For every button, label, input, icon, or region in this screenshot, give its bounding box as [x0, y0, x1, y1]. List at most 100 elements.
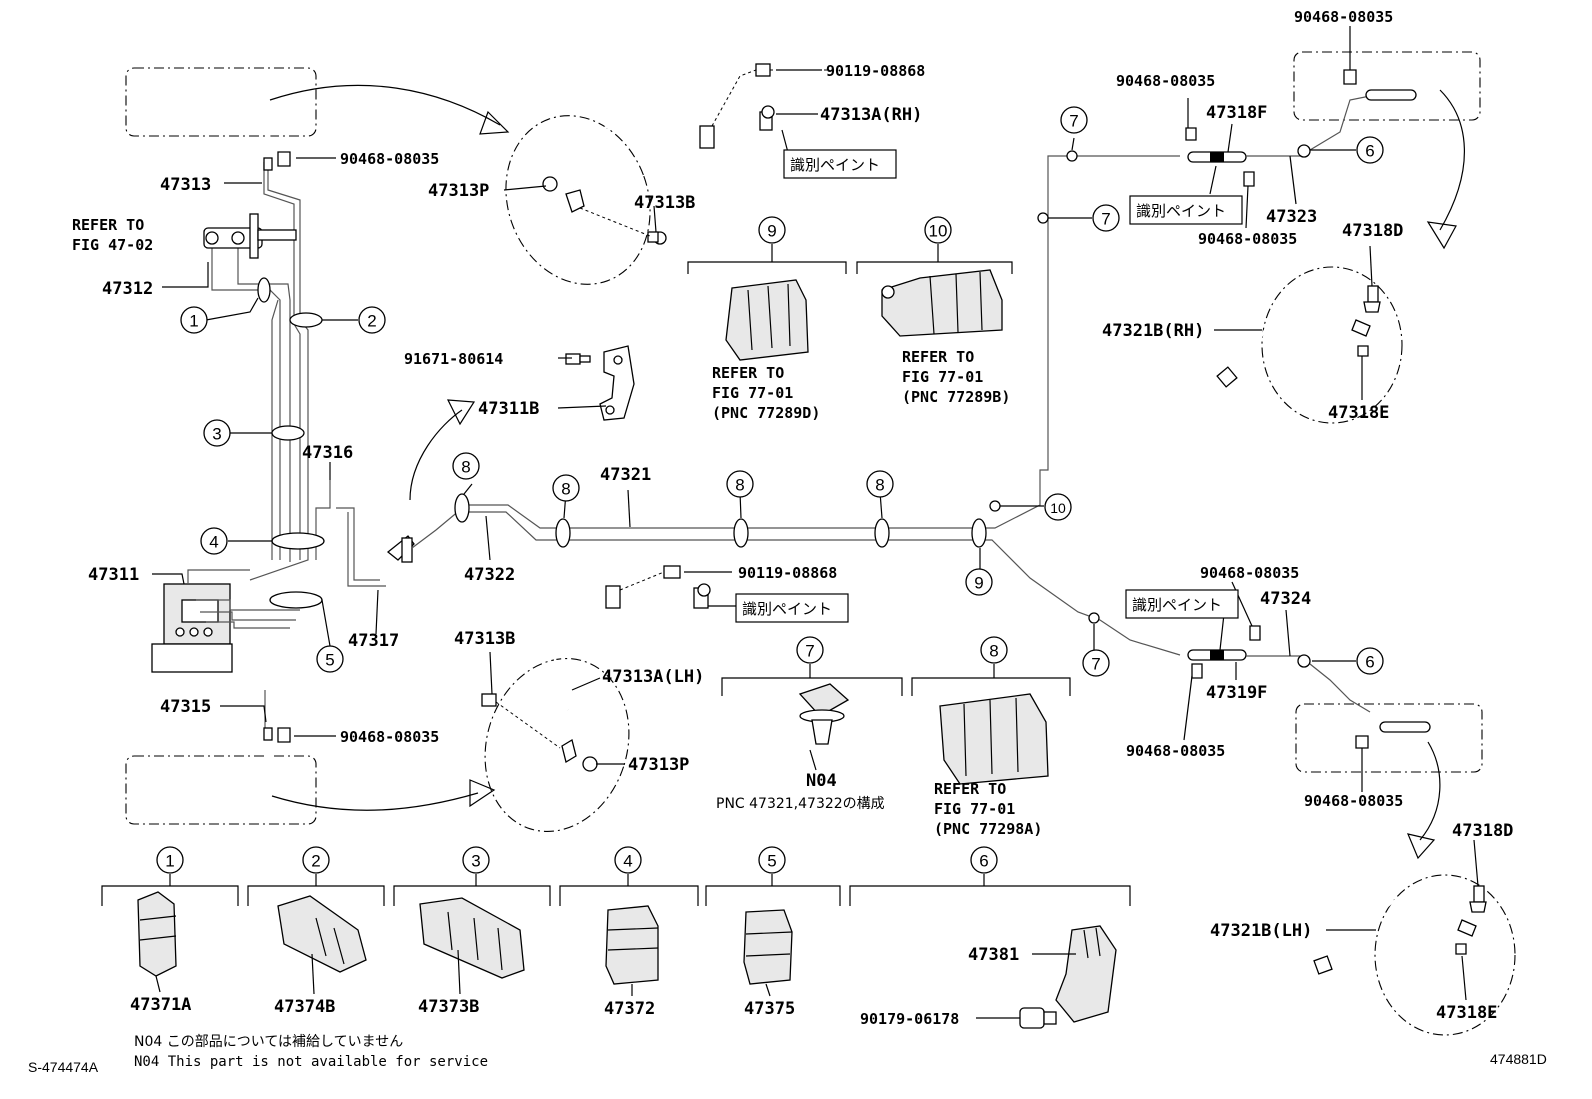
svg-text:9: 9	[767, 222, 776, 241]
label-47316: 47316	[302, 443, 353, 463]
brake-hose-lh-icon	[481, 565, 711, 772]
svg-text:6: 6	[1365, 653, 1374, 672]
clip-icon-left-bottom	[277, 727, 291, 743]
label-47313: 47313	[160, 175, 211, 195]
svg-text:5: 5	[767, 852, 776, 871]
label-c8-refer-1: REFER TO	[934, 780, 1006, 798]
callout-2-bottom: 2	[302, 846, 330, 874]
label-91671: 91671-80614	[404, 350, 503, 368]
label-47312: 47312	[102, 279, 153, 299]
svg-text:6: 6	[979, 852, 988, 871]
clamp-47373b-icon	[419, 897, 525, 979]
label-47372: 47372	[604, 999, 655, 1019]
pipe-stub-right-top	[1343, 69, 1417, 101]
paint-box-r2: 識別ペイント	[1125, 589, 1239, 619]
callout-8-c: 8	[726, 470, 754, 498]
callout-8-mid: 8	[980, 636, 1008, 664]
callout-1-bottom: 1	[156, 846, 184, 874]
callout-1: 1	[180, 306, 208, 334]
svg-text:3: 3	[471, 852, 480, 871]
arrow-curve-top	[269, 84, 510, 135]
callout-7-r3: 7	[1082, 649, 1110, 677]
label-refer-fig4702-1: REFER TO	[72, 216, 144, 234]
label-90468-r5: 90468-08035	[1126, 742, 1225, 760]
pipe-stub-top	[214, 120, 273, 171]
bracket-47311b-icon	[599, 345, 635, 421]
clip-2-marker	[289, 312, 323, 328]
label-refer-fig4702-2: FIG 47-02	[72, 236, 153, 254]
label-47324: 47324	[1260, 589, 1311, 609]
callout-10-line: 10	[1044, 493, 1072, 521]
svg-text:7: 7	[1101, 210, 1110, 229]
svg-text:5: 5	[325, 651, 334, 670]
group-brackets	[101, 244, 1131, 906]
leader-lines	[152, 26, 1479, 1019]
clamp-10-icon	[881, 269, 1003, 337]
bolt-91671-icon	[565, 353, 591, 365]
callout-6-r2: 6	[1356, 647, 1384, 675]
vehicle-box-bottom-left	[125, 755, 317, 825]
callout-9-line: 9	[965, 568, 993, 596]
label-c10-refer-2: FIG 77-01	[902, 368, 983, 386]
detail-ellipse-lh-hose	[1374, 874, 1516, 1036]
callout-2: 2	[358, 306, 386, 334]
joint-47318f	[1185, 93, 1381, 187]
label-47322: 47322	[464, 565, 515, 585]
clamp-47371a-icon	[137, 891, 177, 977]
label-47313b-top: 47313B	[634, 193, 695, 213]
svg-text:10: 10	[1050, 500, 1066, 516]
footnote-line-1: N04 この部品については補給していません	[134, 1034, 403, 1050]
svg-text:識別ペイント: 識別ペイント	[790, 156, 880, 174]
svg-text:識別ペイント: 識別ペイント	[742, 600, 832, 618]
callout-8-a: 8	[452, 452, 480, 480]
callout-7-mid: 7	[796, 636, 824, 664]
callout-9-top: 9	[758, 216, 786, 244]
svg-text:7: 7	[1069, 112, 1078, 131]
label-47313a-lh: 47313A(LH)	[602, 667, 704, 687]
clamp-47374b-icon	[277, 895, 367, 973]
label-47311: 47311	[88, 565, 139, 585]
label-90468-r3: 90468-08035	[1198, 230, 1297, 248]
label-47318e-bot: 47318E	[1436, 1003, 1497, 1023]
svg-text:3: 3	[212, 425, 221, 444]
svg-text:2: 2	[311, 852, 320, 871]
label-47321: 47321	[600, 465, 651, 485]
master-cylinder	[203, 213, 297, 259]
label-n04: N04	[806, 771, 837, 791]
footnote-line-2: N04 This part is not available for servi…	[134, 1054, 488, 1070]
svg-text:識別ペイント: 識別ペイント	[1136, 202, 1226, 220]
svg-text:6: 6	[1365, 142, 1374, 161]
callout-8-b: 8	[552, 474, 580, 502]
label-c9-refer-1: REFER TO	[712, 364, 784, 382]
label-47371a: 47371A	[130, 995, 191, 1015]
label-c10-refer-1: REFER TO	[902, 348, 974, 366]
svg-text:1: 1	[189, 312, 198, 331]
label-c9-refer-3: (PNC 77289D)	[712, 404, 820, 422]
label-47315: 47315	[160, 697, 211, 717]
paint-box-r1: 識別ペイント	[1129, 195, 1243, 225]
label-90468-r2: 90468-08035	[1116, 72, 1215, 90]
detail-ellipse-lh	[484, 658, 630, 832]
label-47318d-top: 47318D	[1342, 221, 1403, 241]
callout-3: 3	[203, 419, 231, 447]
vehicle-box-top-left	[125, 67, 317, 137]
clamp-8-icon	[939, 693, 1049, 785]
label-47313p-top: 47313P	[428, 181, 489, 201]
abs-actuator	[151, 569, 300, 673]
callout-5: 5	[316, 645, 344, 673]
callout-6-r1: 6	[1356, 136, 1384, 164]
arrow-curve-bottom	[271, 779, 496, 811]
callout-3-bottom: 3	[462, 846, 490, 874]
callout-7-r2: 7	[1092, 204, 1120, 232]
svg-text:8: 8	[989, 642, 998, 661]
svg-text:識別ペイント: 識別ペイント	[1132, 596, 1222, 614]
callout-6-bottom: 6	[970, 846, 998, 874]
label-90468-r6: 90468-08035	[1304, 792, 1403, 810]
label-90119-mid: 90119-08868	[738, 564, 837, 582]
label-90468-b: 90468-08035	[340, 728, 439, 746]
svg-text:8: 8	[735, 476, 744, 495]
label-47318e-top: 47318E	[1328, 403, 1389, 423]
clamp-47375-icon	[743, 909, 793, 985]
